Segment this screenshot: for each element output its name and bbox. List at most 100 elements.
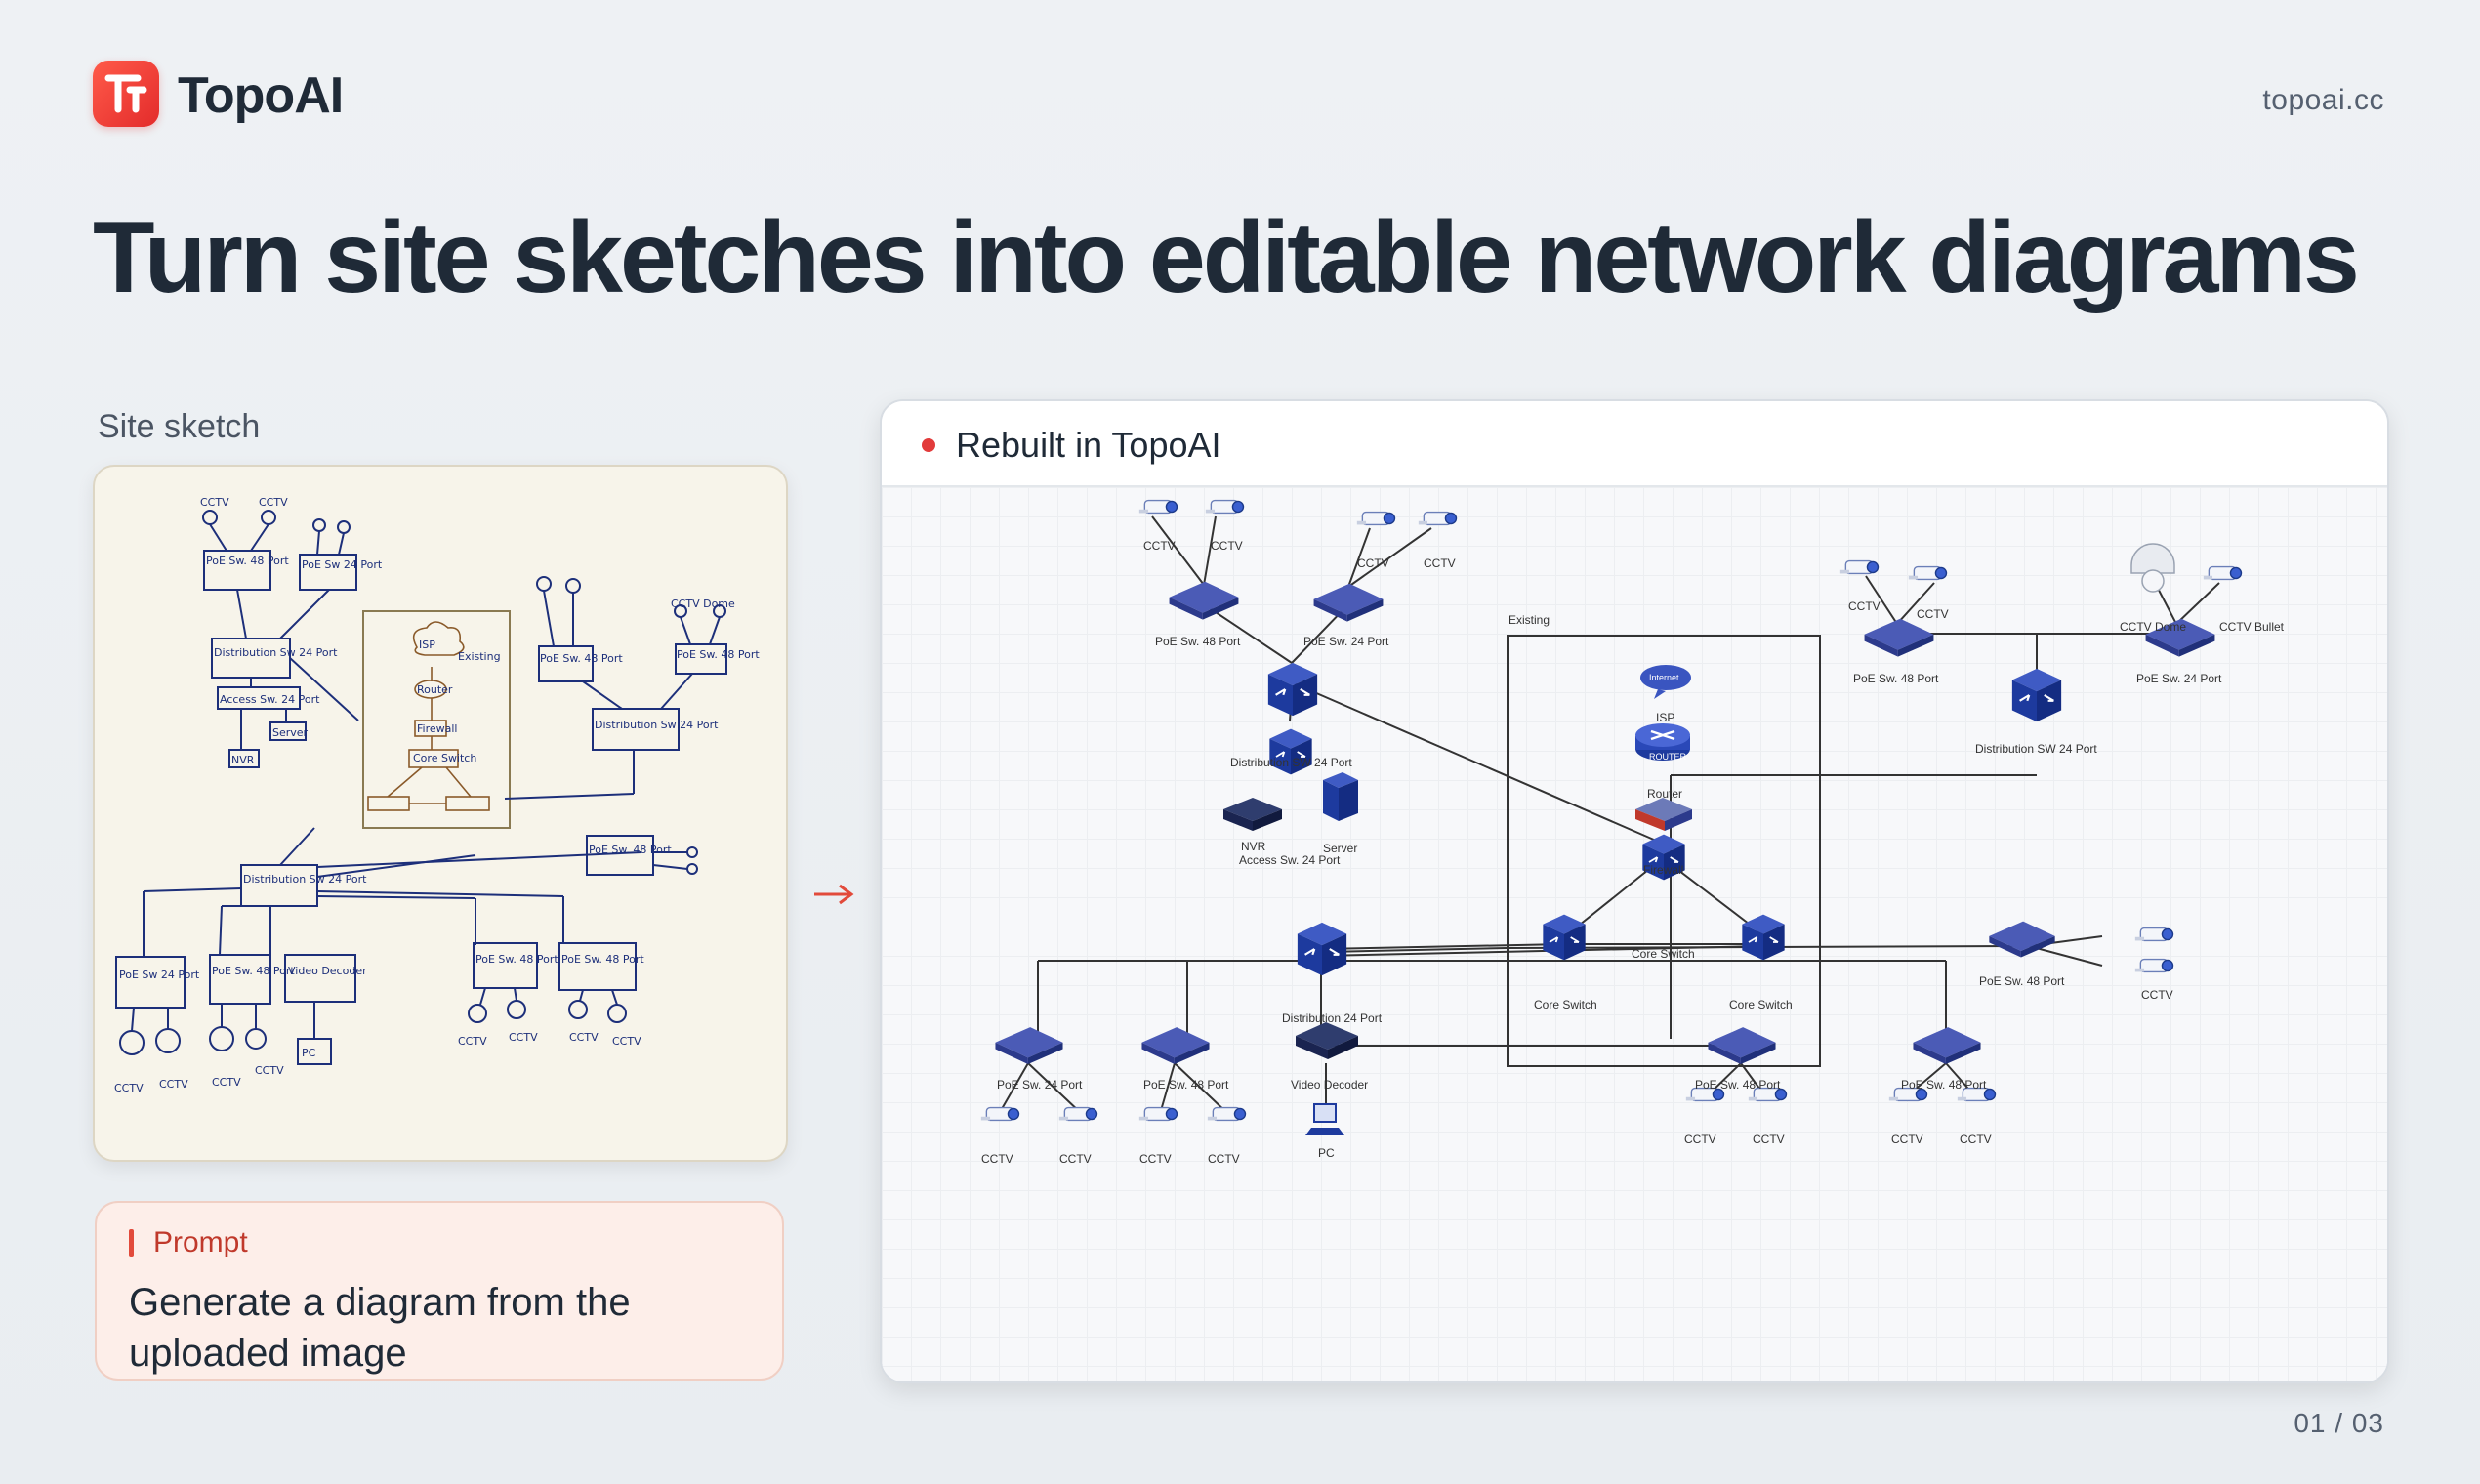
svg-text:PoE Sw. 48 Port: PoE Sw. 48 Port — [212, 965, 295, 977]
site-url-link[interactable]: topoai.cc — [2262, 84, 2384, 116]
cctv-dome-icon — [2130, 543, 2175, 593]
node-label: Distribution SW 24 Port — [1230, 756, 1352, 769]
arrow-right-icon — [814, 884, 854, 905]
node-label: Access Sw. 24 Port — [1239, 853, 1341, 867]
pc-icon — [1305, 1103, 1344, 1135]
cctv-camera-icon — [1839, 559, 1880, 575]
video-decoder-icon — [1296, 1022, 1358, 1059]
poe-switch-48-icon — [1169, 581, 1239, 620]
node-label: CCTV — [1753, 1133, 1785, 1146]
core-switch-icon — [1542, 913, 1587, 962]
svg-text:CCTV: CCTV — [114, 1082, 144, 1094]
svg-text:CCTV: CCTV — [212, 1076, 241, 1089]
svg-text:Access Sw. 24 Port: Access Sw. 24 Port — [220, 693, 320, 706]
node-label: CCTV — [981, 1152, 1013, 1166]
cctv-bullet-icon — [2203, 565, 2243, 581]
router-icon — [1635, 723, 1690, 761]
node-label: CCTV — [1208, 1152, 1240, 1166]
existing-group-box — [1507, 635, 1821, 1067]
internet-cloud-icon — [1640, 665, 1691, 699]
poe-switch-48-icon — [1913, 1027, 1981, 1065]
cctv-camera-icon — [1207, 1106, 1247, 1122]
cctv-camera-icon — [1138, 1106, 1178, 1122]
svg-text:Video Decoder: Video Decoder — [288, 965, 367, 977]
node-label: PoE Sw. 48 Port — [1853, 672, 1939, 685]
svg-text:Server: Server — [272, 726, 309, 739]
node-label: CCTV Dome — [2120, 620, 2186, 634]
svg-text:PoE Sw. 48 Port: PoE Sw. 48 Port — [561, 953, 644, 966]
server-icon — [1323, 772, 1358, 821]
node-label: Distribution 24 Port — [1282, 1011, 1383, 1025]
core-switch-icon — [1741, 913, 1786, 962]
poe-switch-48-icon — [1141, 1027, 1210, 1065]
rebuilt-diagram-panel: Rebuilt in TopoAI — [880, 399, 2389, 1383]
node-label: CCTV — [1684, 1133, 1716, 1146]
cctv-camera-icon — [1058, 1106, 1098, 1122]
node-label: Firewall — [1643, 863, 1683, 877]
svg-text:Existing: Existing — [458, 650, 501, 663]
node-label: Core Switch — [1729, 998, 1793, 1011]
pagination: 01 / 03 — [2294, 1408, 2384, 1438]
svg-text:CCTV Dome: CCTV Dome — [671, 598, 735, 610]
topoai-logo-icon — [93, 61, 159, 127]
svg-text:Distribution Sw 24 Port: Distribution Sw 24 Port — [214, 646, 338, 659]
poe-switch-48-icon — [1864, 618, 1934, 657]
node-label: PoE Sw. 48 Port — [1695, 1078, 1781, 1092]
svg-text:Distribution Sw 24 Port: Distribution Sw 24 Port — [595, 719, 719, 731]
svg-text:PoE Sw. 48 Port: PoE Sw. 48 Port — [475, 953, 558, 966]
svg-text:Router: Router — [417, 683, 453, 696]
cctv-camera-icon — [1205, 499, 1245, 515]
svg-text:PoE Sw. 48 Port: PoE Sw. 48 Port — [540, 652, 623, 665]
node-label: CCTV — [1357, 556, 1389, 570]
cctv-camera-icon — [2134, 927, 2174, 942]
svg-text:CCTV: CCTV — [259, 496, 288, 509]
node-label: Distribution SW 24 Port — [1975, 742, 2097, 756]
node-label: CCTV — [1059, 1152, 1092, 1166]
cctv-camera-icon — [1138, 499, 1178, 515]
cctv-camera-icon — [980, 1106, 1020, 1122]
sketch-label: Site sketch — [98, 408, 261, 445]
status-dot-icon — [922, 438, 935, 452]
svg-text:Core Switch: Core Switch — [413, 752, 476, 764]
prompt-card: Prompt Generate a diagram from the uploa… — [95, 1201, 784, 1381]
page-headline: Turn site sketches into editable network… — [93, 201, 2360, 314]
svg-text:Firewall: Firewall — [417, 722, 457, 735]
svg-text:CCTV: CCTV — [255, 1064, 284, 1077]
site-sketch-image: CCTV CCTV PoE Sw. 48 Port PoE Sw 24 Port… — [93, 465, 788, 1162]
diagram-header: Rebuilt in TopoAI — [882, 401, 2387, 487]
node-label: CCTV — [1891, 1133, 1923, 1146]
node-label: PoE Sw. 24 Port — [1303, 635, 1389, 648]
cctv-camera-icon — [2134, 958, 2174, 973]
poe-switch-24-icon — [995, 1027, 1063, 1065]
svg-text:Distribution Sw 24 Port: Distribution Sw 24 Port — [243, 873, 367, 886]
poe-switch-48-icon — [1708, 1027, 1776, 1065]
svg-text:CCTV: CCTV — [569, 1031, 599, 1044]
node-label: NVR — [1241, 840, 1266, 853]
node-label: CCTV — [1960, 1133, 1992, 1146]
svg-text:CCTV: CCTV — [458, 1035, 487, 1048]
node-label: CCTV — [1424, 556, 1456, 570]
node-label: PoE Sw. 48 Port — [1143, 1078, 1229, 1092]
brand-name: TopoAI — [178, 67, 344, 124]
nvr-icon — [1223, 798, 1282, 831]
node-label: CCTV — [1848, 599, 1881, 613]
svg-text:CCTV: CCTV — [509, 1031, 538, 1044]
cctv-camera-icon — [1908, 565, 1948, 581]
node-label: CCTV Bullet — [2219, 620, 2285, 634]
svg-text:PC: PC — [302, 1047, 316, 1059]
prompt-text: Generate a diagram from the uploaded ima… — [129, 1281, 631, 1375]
node-label: ISP — [1656, 711, 1674, 724]
node-label: Video Decoder — [1291, 1078, 1368, 1092]
node-label: Server — [1323, 842, 1357, 855]
svg-text:PoE Sw 24 Port: PoE Sw 24 Port — [119, 969, 200, 981]
group-label: Existing — [1509, 613, 1550, 627]
diagram-title: Rebuilt in TopoAI — [956, 425, 1221, 465]
node-label: CCTV — [1211, 539, 1243, 553]
node-label: CCTV — [1139, 1152, 1172, 1166]
prompt-title: Prompt — [153, 1226, 248, 1258]
node-label: Router — [1647, 787, 1682, 801]
poe-switch-48-icon — [1989, 921, 2055, 958]
distribution-switch-icon — [2010, 667, 2063, 723]
node-label: PoE Sw. 24 Port — [997, 1078, 1083, 1092]
diagram-canvas[interactable]: CCTV CCTV CCTV CCTV PoE Sw. 48 Port PoE … — [882, 487, 2387, 1381]
